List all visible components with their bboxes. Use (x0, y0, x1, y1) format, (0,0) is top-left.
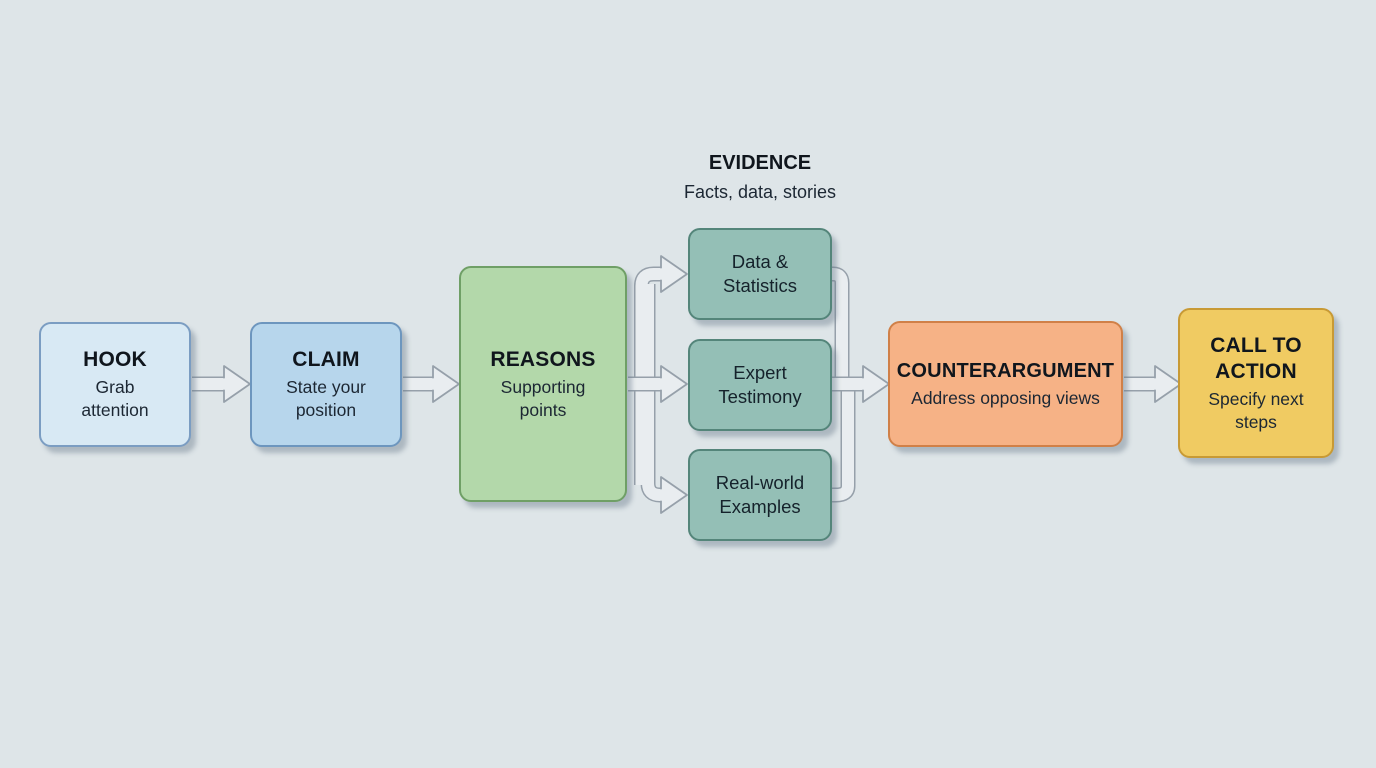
node-evidence-real-world-examples: Real-world Examples (688, 449, 832, 541)
merge-top-pipe (832, 266, 850, 378)
node-claim-title: CLAIM (292, 348, 360, 372)
merge-bottom-pipe (832, 390, 856, 503)
node-evidence-data-statistics: Data & Statistics (688, 228, 832, 320)
node-reasons-title: REASONS (490, 347, 596, 371)
node-call-to-action: CALL TO ACTION Specify next steps (1178, 308, 1334, 458)
node-counterargument-title: COUNTERARGUMENT (896, 359, 1115, 382)
arrow-hook-claim-head (223, 365, 251, 403)
node-hook-title: HOOK (83, 348, 147, 372)
evidence-group-title: EVIDENCE (708, 152, 812, 174)
node-reasons-subtitle: Supporting points (500, 376, 586, 420)
node-hook: HOOK Grab attention (39, 322, 191, 447)
arrow-claim-reasons-head (432, 365, 460, 403)
node-call-to-action-title: CALL TO ACTION (1210, 333, 1302, 383)
fork-down-pipe (640, 284, 661, 503)
node-evidence-data-statistics-label: Data & Statistics (722, 250, 798, 296)
arrow-reasons-evidence-head (660, 365, 688, 403)
fork-up-pipe (634, 266, 661, 485)
node-evidence-real-world-examples-label: Real-world Examples (715, 471, 805, 517)
node-claim-subtitle: State your position (286, 377, 366, 421)
fork-down-head (660, 476, 688, 514)
node-claim: CLAIM State your position (250, 322, 402, 447)
node-evidence-expert-testimony: Expert Testimony (688, 339, 832, 431)
evidence-group-subtitle: Facts, data, stories (683, 182, 837, 202)
node-call-to-action-subtitle: Specify next steps (1208, 389, 1304, 432)
node-hook-subtitle: Grab attention (81, 377, 149, 421)
fork-up-head (660, 255, 688, 293)
node-counterargument-subtitle: Address opposing views (911, 387, 1100, 408)
node-evidence-expert-testimony-label: Expert Testimony (718, 361, 802, 407)
node-counterargument: COUNTERARGUMENT Address opposing views (888, 321, 1123, 447)
arrow-evidence-counter-head (862, 365, 890, 403)
node-reasons: REASONS Supporting points (459, 266, 627, 502)
evidence-group-header: EVIDENCE Facts, data, stories (610, 151, 910, 204)
